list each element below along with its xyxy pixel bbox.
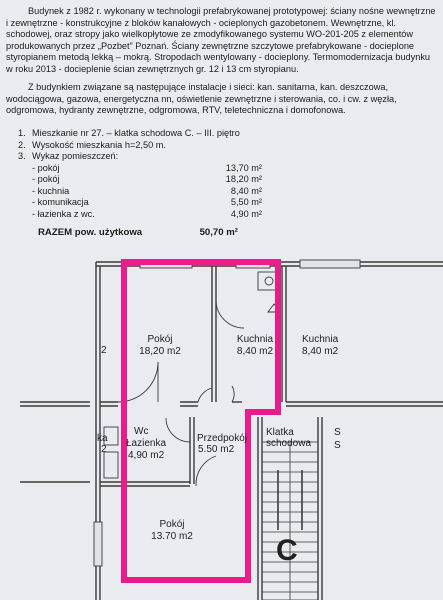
- room-label-pokoj-big: Pokój: [147, 334, 172, 345]
- list-number: 1.: [18, 128, 26, 138]
- room-row: - pokój 13,70 m²: [32, 163, 262, 174]
- room-label-pokoj-small: Pokój: [159, 519, 184, 530]
- edge-label-left: 2: [101, 345, 107, 356]
- room-row: - łazienka z wc. 4,90 m²: [32, 209, 262, 220]
- list-number: 2.: [18, 139, 26, 150]
- list-item: 3. Wykaz pomieszczeń:: [18, 151, 318, 163]
- list-text: Wysokość mieszkania h=2,50 m.: [32, 139, 166, 150]
- list-text: Wykaz pomieszczeń:: [32, 151, 119, 162]
- installations-description: Z budynkiem związane są następujące inst…: [6, 82, 397, 116]
- room-row: - pokój 18,20 m²: [32, 174, 262, 185]
- room-name: - łazienka z wc.: [32, 208, 95, 219]
- room-name: - kuchnia: [32, 185, 70, 196]
- list-item: 2. Wysokość mieszkania h=2,50 m.: [18, 140, 318, 152]
- room-area-lazienka: 4,90 m2: [128, 450, 165, 461]
- edge-label-left: ka: [97, 433, 108, 444]
- room-area: 5,50 m²: [230, 197, 262, 208]
- staircase: [261, 441, 319, 600]
- room-area-kuchnia: 8,40 m2: [237, 346, 274, 357]
- apartment-info-list: 1. Mieszkanie nr 27. – klatka schodowa C.…: [18, 128, 318, 163]
- list-item: 1. Mieszkanie nr 27. – klatka schodowa C.…: [18, 128, 318, 140]
- room-area-pokoj-big: 18,20 m2: [139, 346, 181, 357]
- room-name: - komunikacja: [32, 197, 89, 208]
- edge-label-right: S: [334, 440, 341, 451]
- list-number: 3.: [18, 151, 26, 162]
- floor-plan: C Pokój 18,20 m2 Kuchnia 8,40 m2 Kuchnia…: [20, 259, 443, 600]
- edge-label-right: S: [334, 427, 341, 438]
- room-row: - komunikacja 5,50 m²: [32, 197, 262, 208]
- edge-label-left: 2: [101, 444, 107, 455]
- room-label-kuchnia: Kuchnia: [237, 334, 274, 345]
- room-area: 18,20 m²: [225, 174, 262, 185]
- total-area: RAZEM pow. użytkowa 50,70 m²: [38, 227, 238, 238]
- room-area: 4,90 m²: [230, 208, 262, 219]
- room-label-wc: Wc: [134, 426, 148, 437]
- room-area-pokoj-small: 13.70 m2: [151, 531, 193, 542]
- bathroom-fixtures: [103, 426, 119, 479]
- room-label-schodowa: schodowa: [266, 438, 311, 449]
- room-label-przedpokoj: Przedpokój: [197, 433, 247, 444]
- room-label-klatka: Klatka: [266, 427, 294, 438]
- total-label: RAZEM pow. użytkowa: [38, 227, 143, 238]
- room-area: 8,40 m²: [230, 185, 262, 196]
- room-area: 13,70 m²: [225, 163, 262, 173]
- room-area-przedpokoj: 5.50 m2: [198, 444, 235, 455]
- stair-letter: C: [276, 534, 298, 567]
- building-description: Budynek z 1982 r. wykonany w technologii…: [6, 6, 436, 74]
- windows: [93, 259, 361, 567]
- room-label-kuchnia-right: Kuchnia: [302, 334, 339, 345]
- room-list: - pokój 13,70 m² - pokój 18,20 m² - kuchni…: [32, 163, 262, 220]
- room-label-lazienka: Łazienka: [126, 438, 166, 449]
- total-value: 50,70 m²: [199, 227, 238, 238]
- room-name: - pokój: [32, 174, 60, 185]
- room-name: - pokój: [32, 163, 60, 173]
- room-row: - kuchnia 8,40 m²: [32, 186, 262, 197]
- list-text: Mieszkanie nr 27. – klatka schodowa C. –…: [32, 128, 240, 138]
- wall-lines: [20, 261, 443, 600]
- room-area-kuchnia-right: 8,40 m2: [302, 346, 339, 357]
- apartment-boundary: [121, 259, 281, 583]
